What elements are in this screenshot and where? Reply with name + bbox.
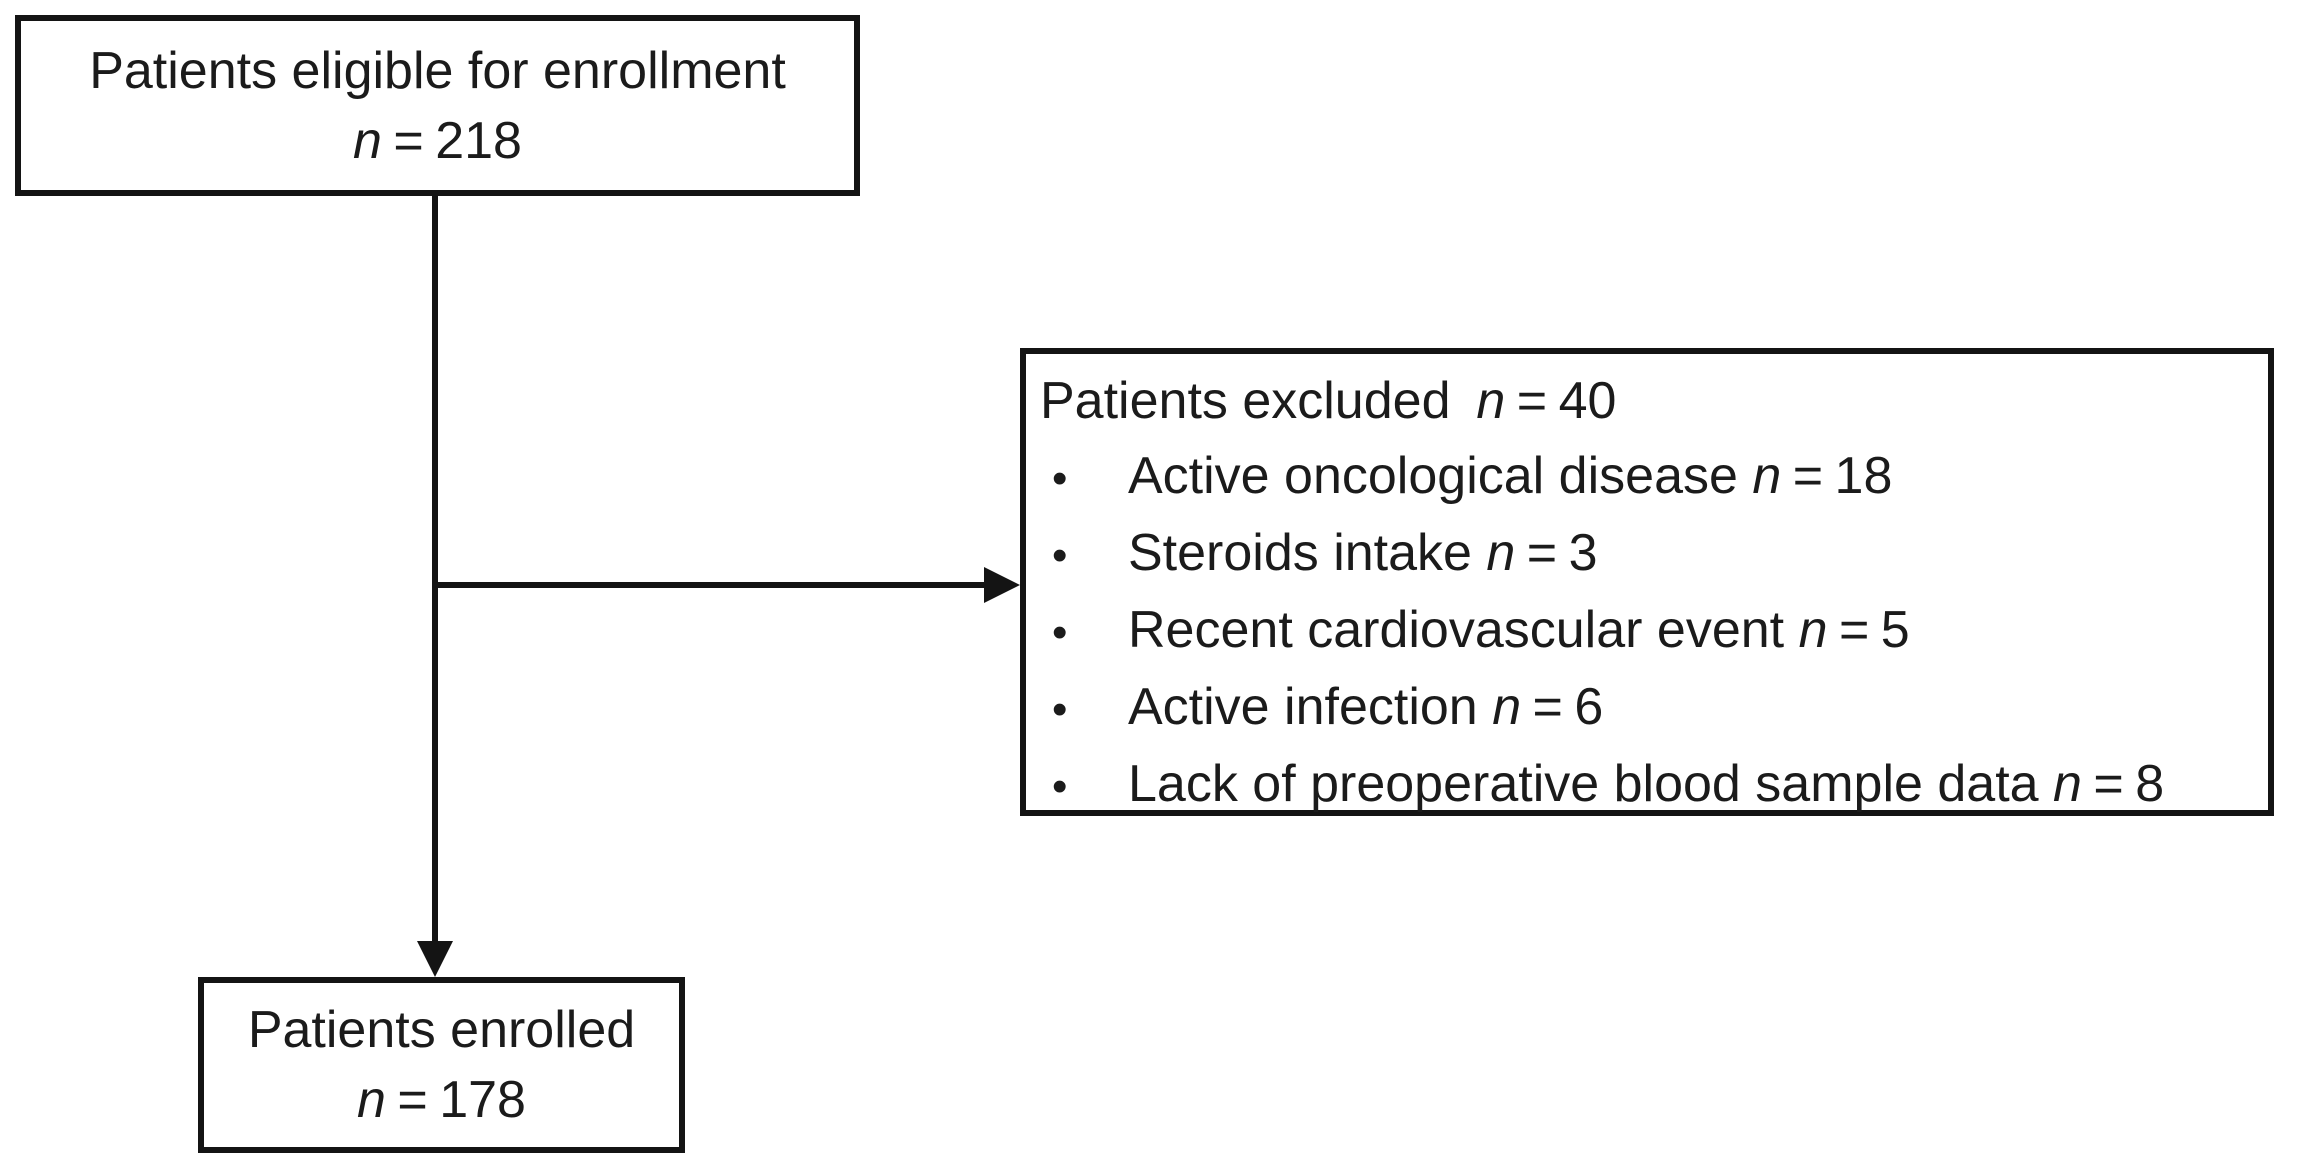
exclusion-item-text: Active infection n=6 xyxy=(1128,670,2258,745)
connector-horizontal-line xyxy=(435,582,986,588)
bullet-icon: • xyxy=(1052,762,1068,811)
n-symbol: n xyxy=(1492,678,1522,736)
connector-vertical-line xyxy=(432,196,438,944)
exclusion-item-label: Recent cardiovascular event xyxy=(1128,601,1785,659)
n-symbol: n xyxy=(2053,755,2082,813)
equals-symbol: = xyxy=(397,1071,428,1129)
exclusion-item-text: Recent cardiovascular event n=5 xyxy=(1128,593,2258,668)
equals-symbol: = xyxy=(1516,372,1548,430)
n-symbol: n xyxy=(353,111,382,170)
enrolled-box-title: Patients enrolled xyxy=(248,995,635,1065)
enrolled-box-count: n=178 xyxy=(357,1065,526,1135)
exclusion-item-label: Active oncological disease xyxy=(1128,447,1738,505)
exclusion-list-item: • Active infection n=6 xyxy=(1040,670,2258,747)
exclusion-item-count: 6 xyxy=(1574,678,1604,736)
excluded-patients-box: Patients excluded n=40 • Active oncologi… xyxy=(1020,348,2274,816)
exclusion-item-text: Lack of preoperative blood sample data n… xyxy=(1128,747,2258,822)
exclusion-item-count: 18 xyxy=(1834,447,1893,505)
n-symbol: n xyxy=(1798,601,1828,659)
excluded-count-value: 40 xyxy=(1558,372,1617,430)
exclusion-item-count: 5 xyxy=(1880,601,1910,659)
exclusion-item-count: 8 xyxy=(2135,755,2165,813)
bullet-icon: • xyxy=(1052,454,1068,503)
n-symbol: n xyxy=(357,1071,386,1129)
equals-symbol: = xyxy=(1792,447,1824,505)
exclusion-list-item: • Active oncological disease n=18 xyxy=(1040,439,2258,516)
exclusion-list-item: • Steroids intake n=3 xyxy=(1040,516,2258,593)
enrolled-count-value: 178 xyxy=(439,1071,526,1129)
eligible-box-count: n=218 xyxy=(353,106,522,176)
eligible-box-title: Patients eligible for enrollment xyxy=(89,36,786,106)
bullet-icon: • xyxy=(1052,685,1068,734)
arrowhead-right-icon xyxy=(984,567,1020,603)
exclusion-item-label: Active infection xyxy=(1128,678,1478,736)
exclusion-list-item: • Recent cardiovascular event n=5 xyxy=(1040,593,2258,670)
bullet-icon: • xyxy=(1052,608,1068,657)
exclusion-item-count: 3 xyxy=(1568,524,1598,582)
exclusion-item-text: Active oncological disease n=18 xyxy=(1128,439,2258,514)
n-symbol: n xyxy=(1752,447,1782,505)
equals-symbol: = xyxy=(393,111,424,170)
eligible-count-value: 218 xyxy=(435,111,522,170)
exclusion-item-label: Lack of preoperative blood sample data xyxy=(1128,755,2039,813)
equals-symbol: = xyxy=(2093,755,2124,813)
exclusion-list-item: • Lack of preoperative blood sample data… xyxy=(1040,747,2258,824)
exclusion-item-text: Steroids intake n=3 xyxy=(1128,516,2258,591)
eligible-patients-box: Patients eligible for enrollment n=218 xyxy=(15,15,860,196)
bullet-icon: • xyxy=(1052,531,1068,580)
eligible-title-text: Patients eligible for enrollment xyxy=(89,41,786,100)
enrolled-title-text: Patients enrolled xyxy=(247,1001,636,1059)
arrowhead-down-icon xyxy=(417,941,453,977)
equals-symbol: = xyxy=(1838,601,1870,659)
equals-symbol: = xyxy=(1532,678,1563,736)
enrolled-patients-box: Patients enrolled n=178 xyxy=(198,977,685,1153)
n-symbol: n xyxy=(1486,524,1516,582)
exclusion-item-label: Steroids intake xyxy=(1128,524,1472,582)
excluded-box-title: Patients excluded n=40 xyxy=(1040,364,2258,439)
n-symbol: n xyxy=(1476,372,1506,430)
equals-symbol: = xyxy=(1526,524,1558,582)
excluded-title-text: Patients excluded xyxy=(1040,372,1451,430)
